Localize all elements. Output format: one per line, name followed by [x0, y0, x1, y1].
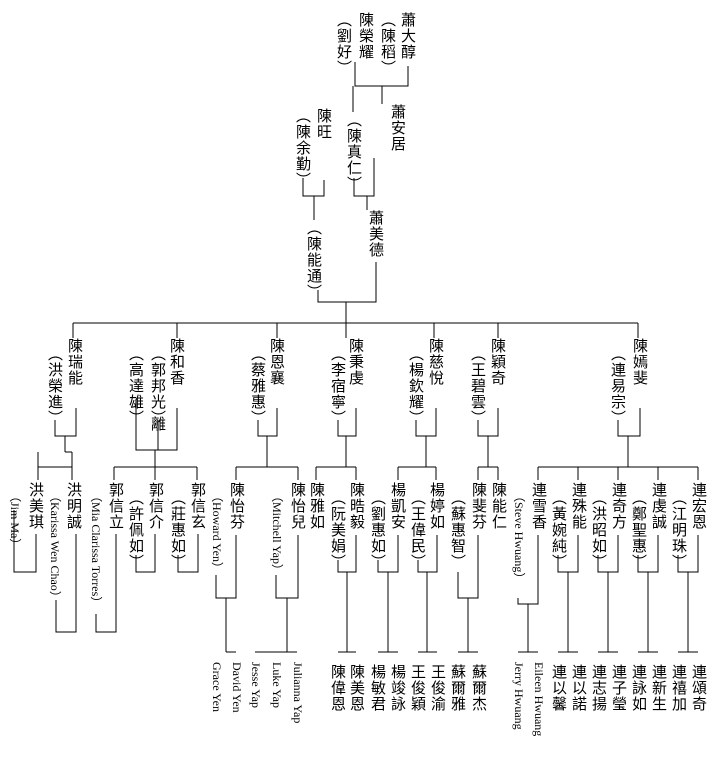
person-name: 陳榮耀 — [357, 12, 375, 60]
grandchild-name: Jesse Yap — [249, 662, 263, 709]
spouse-name: （高達雄） — [127, 346, 145, 426]
spouse-name: （王碧雲） — [469, 346, 487, 426]
connector — [157, 420, 177, 451]
grandchild-name: 連詠如 — [630, 664, 648, 712]
grandchild-name: 連禧加 — [670, 664, 688, 712]
grandchild-name: 王俊渝 — [429, 664, 447, 712]
connector — [95, 534, 117, 633]
spouse-name: （劉好） — [335, 12, 353, 76]
spouse-name: （陳真仁） — [345, 112, 363, 192]
grandchild-name: 連志揚 — [590, 664, 608, 712]
grandchild-name: 陳美恩 — [348, 664, 366, 712]
person-name: 洪美琪 — [27, 482, 45, 530]
person-name: 蕭大醇 — [399, 12, 417, 60]
person-name: 陳雅如 — [308, 482, 326, 530]
person-name: 陳穎奇 — [489, 338, 507, 386]
spouse-name: （洪昭如） — [590, 490, 608, 570]
spouse-name: （楊欽耀） — [407, 346, 425, 426]
grandchild-name: 王俊穎 — [409, 664, 427, 712]
spouse-name: （陳余勤） — [294, 108, 312, 188]
person-name: 郭信立 — [107, 482, 125, 530]
person-name: 蕭安居 — [389, 104, 407, 152]
connector — [337, 408, 357, 437]
person-name: 陳嫣斐 — [631, 338, 649, 386]
spouse-name: （蘇惠智） — [449, 490, 467, 570]
spouse-name: （鄭聖惠） — [630, 490, 648, 570]
grandchild-name: 陳偉恩 — [329, 664, 347, 712]
person-name: 連宏恩 — [690, 482, 708, 530]
person-name: 陳和香 — [168, 338, 186, 386]
person-name: 郭信介 — [147, 482, 165, 530]
connector — [353, 158, 375, 197]
spouse-name: （Jim Ma） — [8, 490, 22, 551]
grandchild-name: 連以馨 — [550, 664, 568, 712]
person-name: 洪明誠 — [65, 482, 83, 530]
grandchild-name: 楊敏君 — [369, 664, 387, 712]
grandchild-name: 蘇爾雅 — [449, 664, 467, 712]
spouse-name: （陳稻） — [379, 12, 397, 76]
spouse-name: （Mitchell Yap） — [270, 490, 284, 577]
grandchild-name: 連子瑩 — [610, 664, 628, 712]
grandchild-name: Luke Yap — [270, 662, 284, 709]
person-name: 郭信玄 — [189, 482, 207, 530]
grandchild-name: Julianna Yap — [291, 662, 305, 724]
person-name: 陳秉虔 — [347, 338, 365, 386]
spouse-name: （王偉民） — [409, 490, 427, 570]
connector — [177, 534, 199, 573]
divorce-note: 離 — [149, 416, 167, 432]
spouse-name: （Steve Hwuang） — [512, 490, 526, 585]
spouse-name: （劉惠如） — [369, 490, 387, 570]
spouse-name: （許佩如） — [127, 490, 145, 570]
spouse-name: （Howard Yen） — [210, 490, 224, 574]
person-name: 楊婷如 — [428, 482, 446, 530]
connector — [317, 262, 377, 303]
spouse-name: （Mia Clarissa Torres） — [89, 490, 103, 609]
spouse-name: （蔡雅惠） — [249, 346, 267, 426]
grandchild-name: Eileen Hwuang — [532, 662, 546, 737]
connector — [135, 400, 178, 451]
spouse-name: （阮美娟） — [329, 490, 347, 570]
grandchild-name: 連頌奇 — [690, 664, 708, 712]
connector — [13, 510, 37, 573]
person-name: 楊凱安 — [389, 482, 407, 530]
person-name: 陳瑞能 — [66, 338, 84, 386]
grandchild-name: Grace Yen — [210, 662, 224, 712]
person-name: 連奇方 — [610, 482, 628, 530]
person-name: 陳能仁 — [490, 482, 508, 530]
person-name: 連殊能 — [570, 482, 588, 530]
spouse-name: （江明珠） — [670, 490, 688, 570]
connector — [55, 534, 77, 633]
person-name: 陳慈悅 — [427, 338, 445, 386]
person-name: 陳怡芬 — [228, 482, 246, 530]
spouse-name: （黃婉純） — [550, 490, 568, 570]
person-name: 連虔誠 — [650, 482, 668, 530]
grandchild-name: 蘇爾杰 — [470, 664, 488, 712]
grandchild-name: 連新生 — [650, 664, 668, 712]
spouse-name: （莊惠如） — [169, 490, 187, 570]
person-name: 陳晧毅 — [348, 482, 366, 530]
person-name: 連雪香 — [530, 482, 548, 530]
person-name: 蕭美德 — [367, 210, 385, 258]
spouse-name: （洪榮進） — [46, 346, 64, 426]
spouse-name: （陳能通） — [305, 220, 323, 300]
spouse-name: （郭邦光） — [149, 346, 167, 426]
connector — [135, 534, 156, 573]
connector — [617, 408, 641, 437]
person-name: 陳斐芬 — [470, 482, 488, 530]
grandchild-name: 連以諾 — [570, 664, 588, 712]
spouse-name: （連易宗） — [609, 346, 627, 426]
grandchild-name: Jerry Hwuang — [512, 662, 526, 730]
grandchild-name: 楊竣詠 — [389, 664, 407, 712]
person-name: 陳怡兒 — [289, 482, 307, 530]
person-name: 陳恩襄 — [268, 338, 286, 386]
grandchild-name: David Yen — [230, 662, 244, 713]
spouse-name: （Karissa Wen Chao） — [48, 490, 62, 603]
person-name: 陳旺 — [315, 108, 333, 140]
spouse-name: （李宿寧） — [329, 346, 347, 426]
